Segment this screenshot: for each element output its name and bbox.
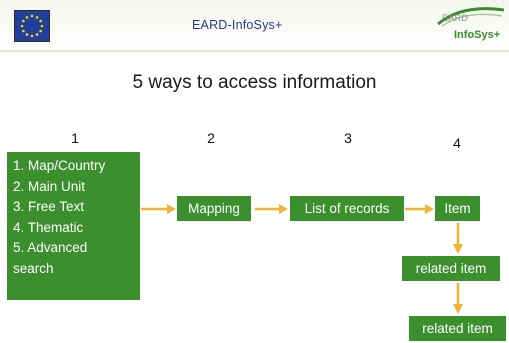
method-main-unit: 2. Main Unit [13,178,86,194]
slide-title: 5 ways to access information [132,72,377,93]
logo-text-top: EARD [442,13,469,23]
related-item-box-1: related item [402,256,500,281]
related-item-box-2: related item [409,316,506,341]
method-advanced-search: search [13,260,54,276]
method-free-text: 3. Free Text [13,199,85,214]
eu-flag-icon [14,10,50,42]
list-of-records-box: List of records [290,196,404,221]
arrow-right-icon [141,204,176,214]
eard-infosys-logo: EARD InfoSys+ [432,2,506,50]
step-number-1: 1 [71,130,79,146]
step-number-4: 4 [453,135,461,151]
logo-text-bottom: InfoSys+ [454,29,501,41]
step-number-3: 3 [344,130,352,146]
slide-header [0,0,509,52]
item-box: Item [435,196,480,221]
header-title: EARD-InfoSys+ [192,18,283,32]
step-number-2: 2 [207,130,215,146]
method-advanced: 5. Advanced [13,240,88,255]
arrow-down-icon [453,223,463,254]
arrow-down-icon [453,283,463,314]
header-divider [0,50,509,52]
method-thematic: 4. Thematic [13,219,84,235]
arrow-right-icon [405,204,434,214]
arrow-right-icon [255,204,288,214]
access-methods-box: 1. Map/Country 2. Main Unit 3. Free Text… [7,152,140,300]
method-map-country: 1. Map/Country [13,158,106,173]
mapping-box: Mapping [177,196,251,221]
